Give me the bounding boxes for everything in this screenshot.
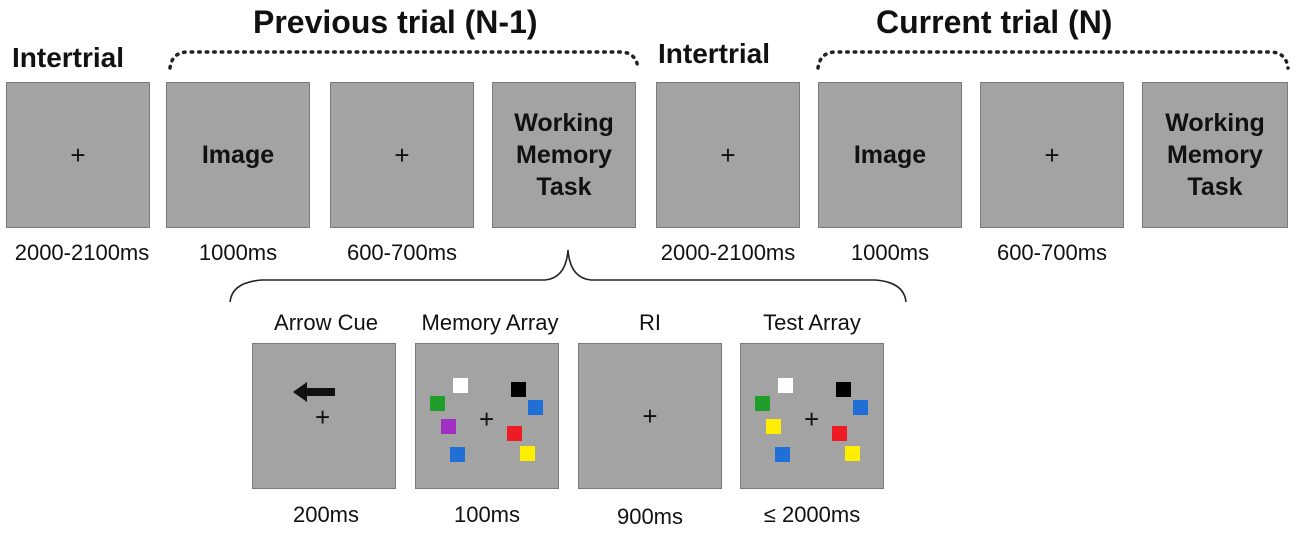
color-square-yellow — [766, 419, 781, 434]
color-square-blue — [450, 447, 465, 462]
left-arrow-icon — [293, 382, 307, 402]
intertrial-header-2: Intertrial — [658, 38, 771, 69]
previous-trial-bracket — [168, 50, 640, 70]
arrow-cue-box: + — [252, 343, 396, 489]
test-array-title: Test Array — [763, 310, 861, 335]
arrow-cue-title: Arrow Cue — [274, 310, 378, 335]
duration-label: 1000ms — [850, 240, 930, 265]
color-square-blue — [528, 400, 543, 415]
image-label: Image — [201, 141, 275, 169]
color-square-blue — [775, 447, 790, 462]
working-memory-task-box-2: Working Memory Task — [1142, 82, 1288, 228]
color-square-black — [836, 382, 851, 397]
duration-label: 600-700ms — [346, 240, 458, 265]
color-square-yellow — [845, 446, 860, 461]
duration-label: 200ms — [292, 502, 360, 527]
current-trial-header: Current trial (N) — [876, 4, 1113, 40]
color-square-red — [832, 426, 847, 441]
color-square-green — [755, 396, 770, 411]
color-square-yellow — [520, 446, 535, 461]
working-memory-brace — [229, 249, 907, 303]
duration-label: 2000-2100ms — [14, 240, 150, 265]
image-box-2: Image — [818, 82, 962, 228]
working-memory-task-label: Working Memory Task — [1165, 109, 1265, 201]
color-square-white — [778, 378, 793, 393]
duration-label: 2000-2100ms — [660, 240, 796, 265]
color-square-green — [430, 396, 445, 411]
arrow-shaft — [305, 388, 335, 396]
color-square-purple — [441, 419, 456, 434]
fixation-box-2: + — [980, 82, 1124, 228]
fixation-cross: + — [642, 400, 658, 431]
memory-array-box: + — [415, 343, 559, 489]
fixation-cross: + — [70, 139, 86, 170]
duration-label: 100ms — [453, 502, 521, 527]
ri-box: + — [578, 343, 722, 489]
image-box-1: Image — [166, 82, 310, 228]
fixation-cross: + — [1044, 139, 1060, 170]
color-square-black — [511, 382, 526, 397]
test-array-box: + — [740, 343, 884, 489]
duration-label: 600-700ms — [996, 240, 1108, 265]
previous-trial-header: Previous trial (N-1) — [253, 4, 538, 40]
ri-title: RI — [639, 310, 661, 335]
fixation-cross: + — [804, 404, 820, 434]
working-memory-task-label: Working Memory Task — [514, 109, 614, 201]
fixation-cross: + — [479, 404, 495, 434]
fixation-cross: + — [720, 139, 736, 170]
intertrial-header-1: Intertrial — [12, 42, 125, 73]
fixation-box-1: + — [330, 82, 474, 228]
fixation-cross: + — [394, 139, 410, 170]
intertrial-fixation-box-2: + — [656, 82, 800, 228]
color-square-red — [507, 426, 522, 441]
memory-array-title: Memory Array — [421, 310, 559, 335]
color-square-blue — [853, 400, 868, 415]
duration-label: 900ms — [616, 504, 684, 529]
intertrial-fixation-box-1: + — [6, 82, 150, 228]
image-label: Image — [853, 141, 927, 169]
current-trial-bracket — [816, 50, 1290, 70]
duration-label: 1000ms — [198, 240, 278, 265]
fixation-cross: + — [315, 402, 331, 432]
working-memory-task-box-1: Working Memory Task — [492, 82, 636, 228]
duration-label: ≤ 2000ms — [763, 502, 861, 527]
color-square-white — [453, 378, 468, 393]
